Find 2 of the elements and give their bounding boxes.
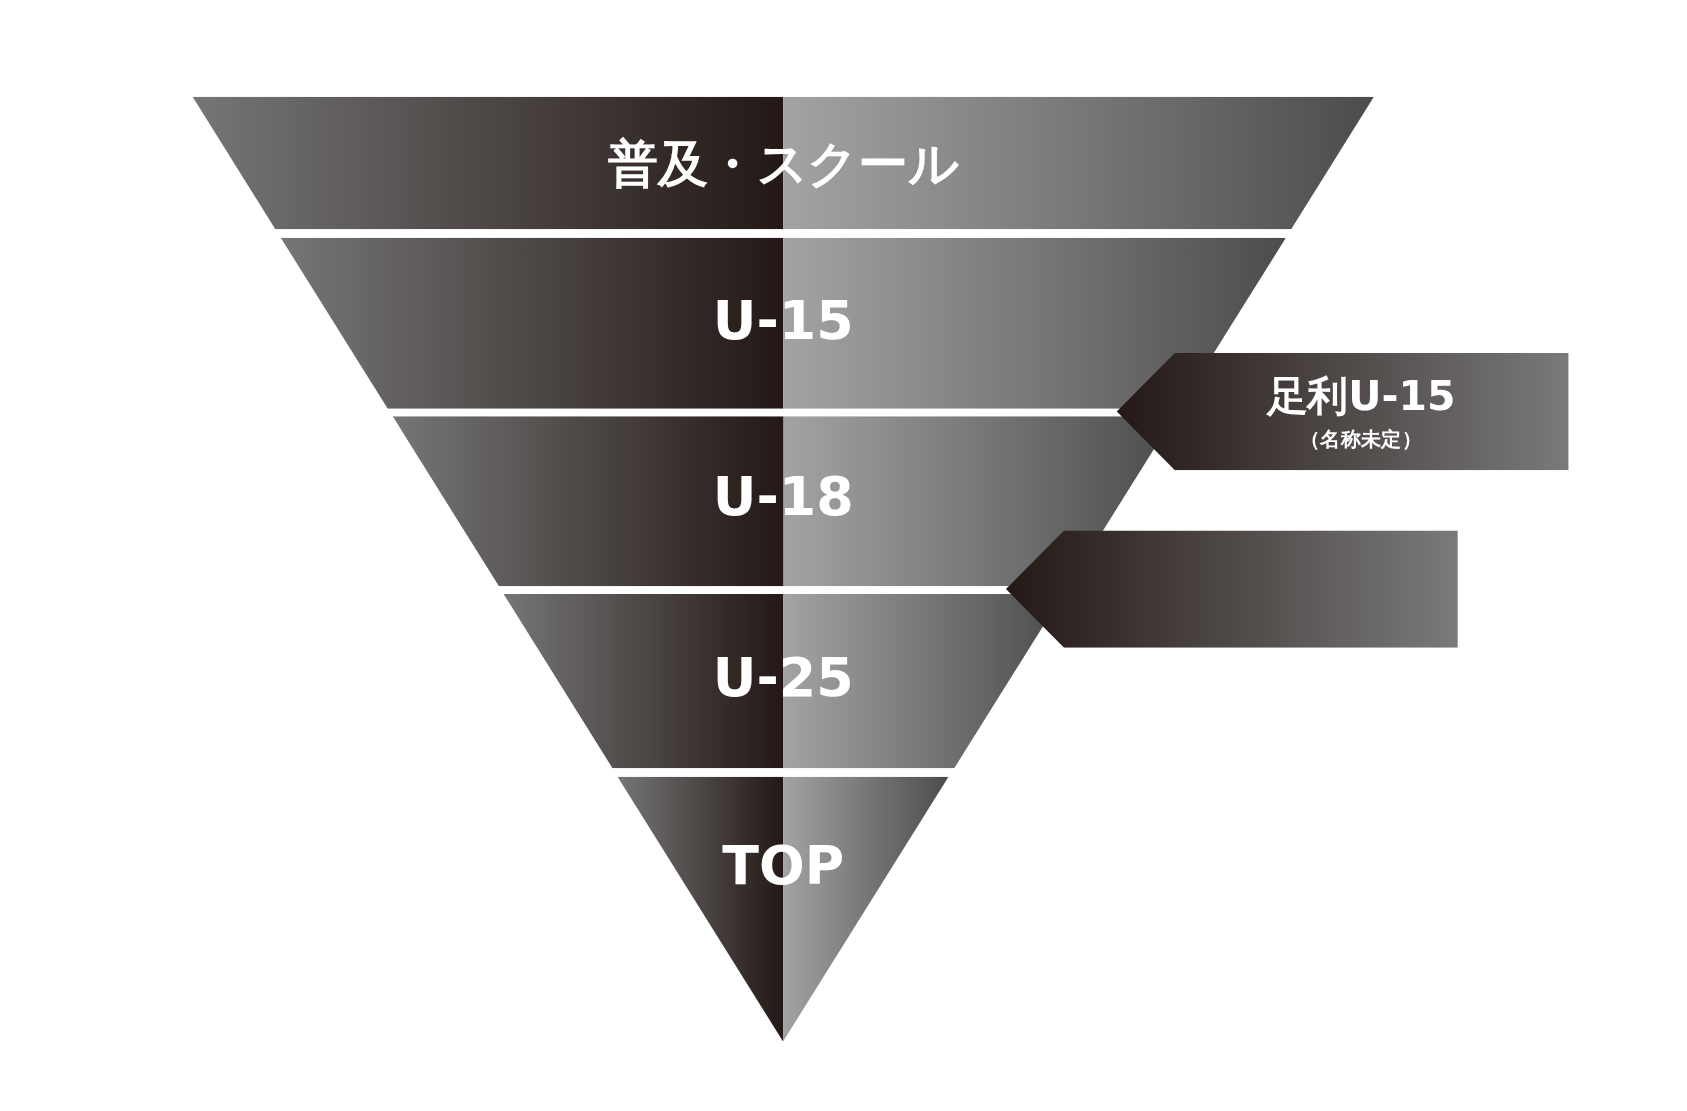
callout-title: 足利U-15 bbox=[1266, 375, 1456, 417]
callout-note: （名称未定） bbox=[1299, 428, 1423, 450]
